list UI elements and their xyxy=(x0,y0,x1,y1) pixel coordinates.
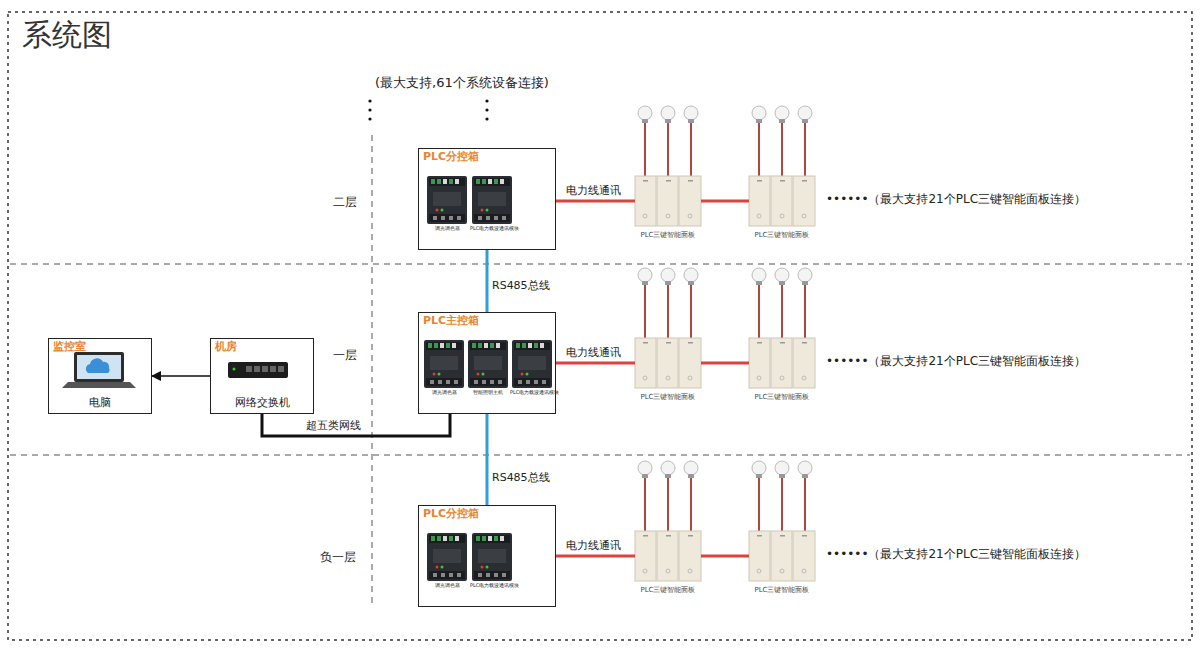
switch-panel-group: PLC三键智能面板 xyxy=(635,338,701,388)
switch-panel-group: PLC三键智能面板 xyxy=(749,531,815,581)
connector-label: 电力线通讯 xyxy=(566,185,621,198)
device-label: PLC电力载波通讯模块 xyxy=(510,390,554,396)
device-label: 调光调色器 xyxy=(425,583,469,589)
panel-caption: PLC三键智能面板 xyxy=(729,231,835,239)
note-text: ••••••（最大支持21个PLC三键智能面板连接） xyxy=(826,548,1086,562)
box-heading: PLC主控箱 xyxy=(423,315,479,328)
box-heading: 监控室 xyxy=(53,341,86,354)
connector-label: 电力线通讯 xyxy=(566,540,621,553)
device-label: PLC电力载波通讯模块 xyxy=(470,226,514,232)
connector-label: 超五类网线 xyxy=(306,420,361,433)
switch-panel-group: PLC三键智能面板 xyxy=(635,176,701,226)
control-box: 监控室电脑 xyxy=(48,338,152,414)
control-box: PLC主控箱 xyxy=(418,312,556,414)
box-heading: PLC分控箱 xyxy=(423,508,479,521)
connector-label: 电力线通讯 xyxy=(566,347,621,360)
panel-caption: PLC三键智能面板 xyxy=(615,231,721,239)
connector-line xyxy=(556,362,635,365)
connector-line xyxy=(701,200,749,203)
box-caption: 网络交换机 xyxy=(211,397,313,410)
connector-label: RS485总线 xyxy=(492,472,550,485)
box-heading: PLC分控箱 xyxy=(423,151,479,164)
note-text: 负一层 xyxy=(320,551,356,565)
note-text: ••••••（最大支持21个PLC三键智能面板连接） xyxy=(826,193,1086,207)
note-text: ••••••（最大支持21个PLC三键智能面板连接） xyxy=(826,355,1086,369)
connector-line xyxy=(152,375,210,377)
switch-panel-group: PLC三键智能面板 xyxy=(635,531,701,581)
panel-caption: PLC三键智能面板 xyxy=(615,586,721,594)
device-label: PLC电力载波通讯模块 xyxy=(470,583,514,589)
panel-caption: PLC三键智能面板 xyxy=(729,393,835,401)
connector-line xyxy=(486,414,489,505)
note-text: 二层 xyxy=(333,196,357,210)
switch-panel-group: PLC三键智能面板 xyxy=(749,338,815,388)
control-box: PLC分控箱 xyxy=(418,148,556,250)
diagram-title: 系统图 xyxy=(22,18,112,53)
control-box: 机房网络交换机 xyxy=(210,338,314,414)
connector-line xyxy=(701,362,749,365)
connector-line xyxy=(701,555,749,558)
connector-line xyxy=(556,555,635,558)
control-box: PLC分控箱 xyxy=(418,505,556,607)
connector-line xyxy=(556,200,635,203)
note-text: (最大支持,61个系统设备连接) xyxy=(375,76,549,91)
device-label: 智能照明主机 xyxy=(466,390,510,396)
panel-caption: PLC三键智能面板 xyxy=(729,586,835,594)
note-text: 一层 xyxy=(333,349,357,363)
box-caption: 电脑 xyxy=(49,397,151,410)
device-label: 调光调色器 xyxy=(422,390,466,396)
panel-caption: PLC三键智能面板 xyxy=(615,393,721,401)
switch-panel-group: PLC三键智能面板 xyxy=(749,176,815,226)
connector-line xyxy=(486,250,489,312)
connector-label: RS485总线 xyxy=(492,280,550,293)
device-label: 调光调色器 xyxy=(425,226,469,232)
box-heading: 机房 xyxy=(215,341,237,354)
connector-line xyxy=(262,414,450,436)
